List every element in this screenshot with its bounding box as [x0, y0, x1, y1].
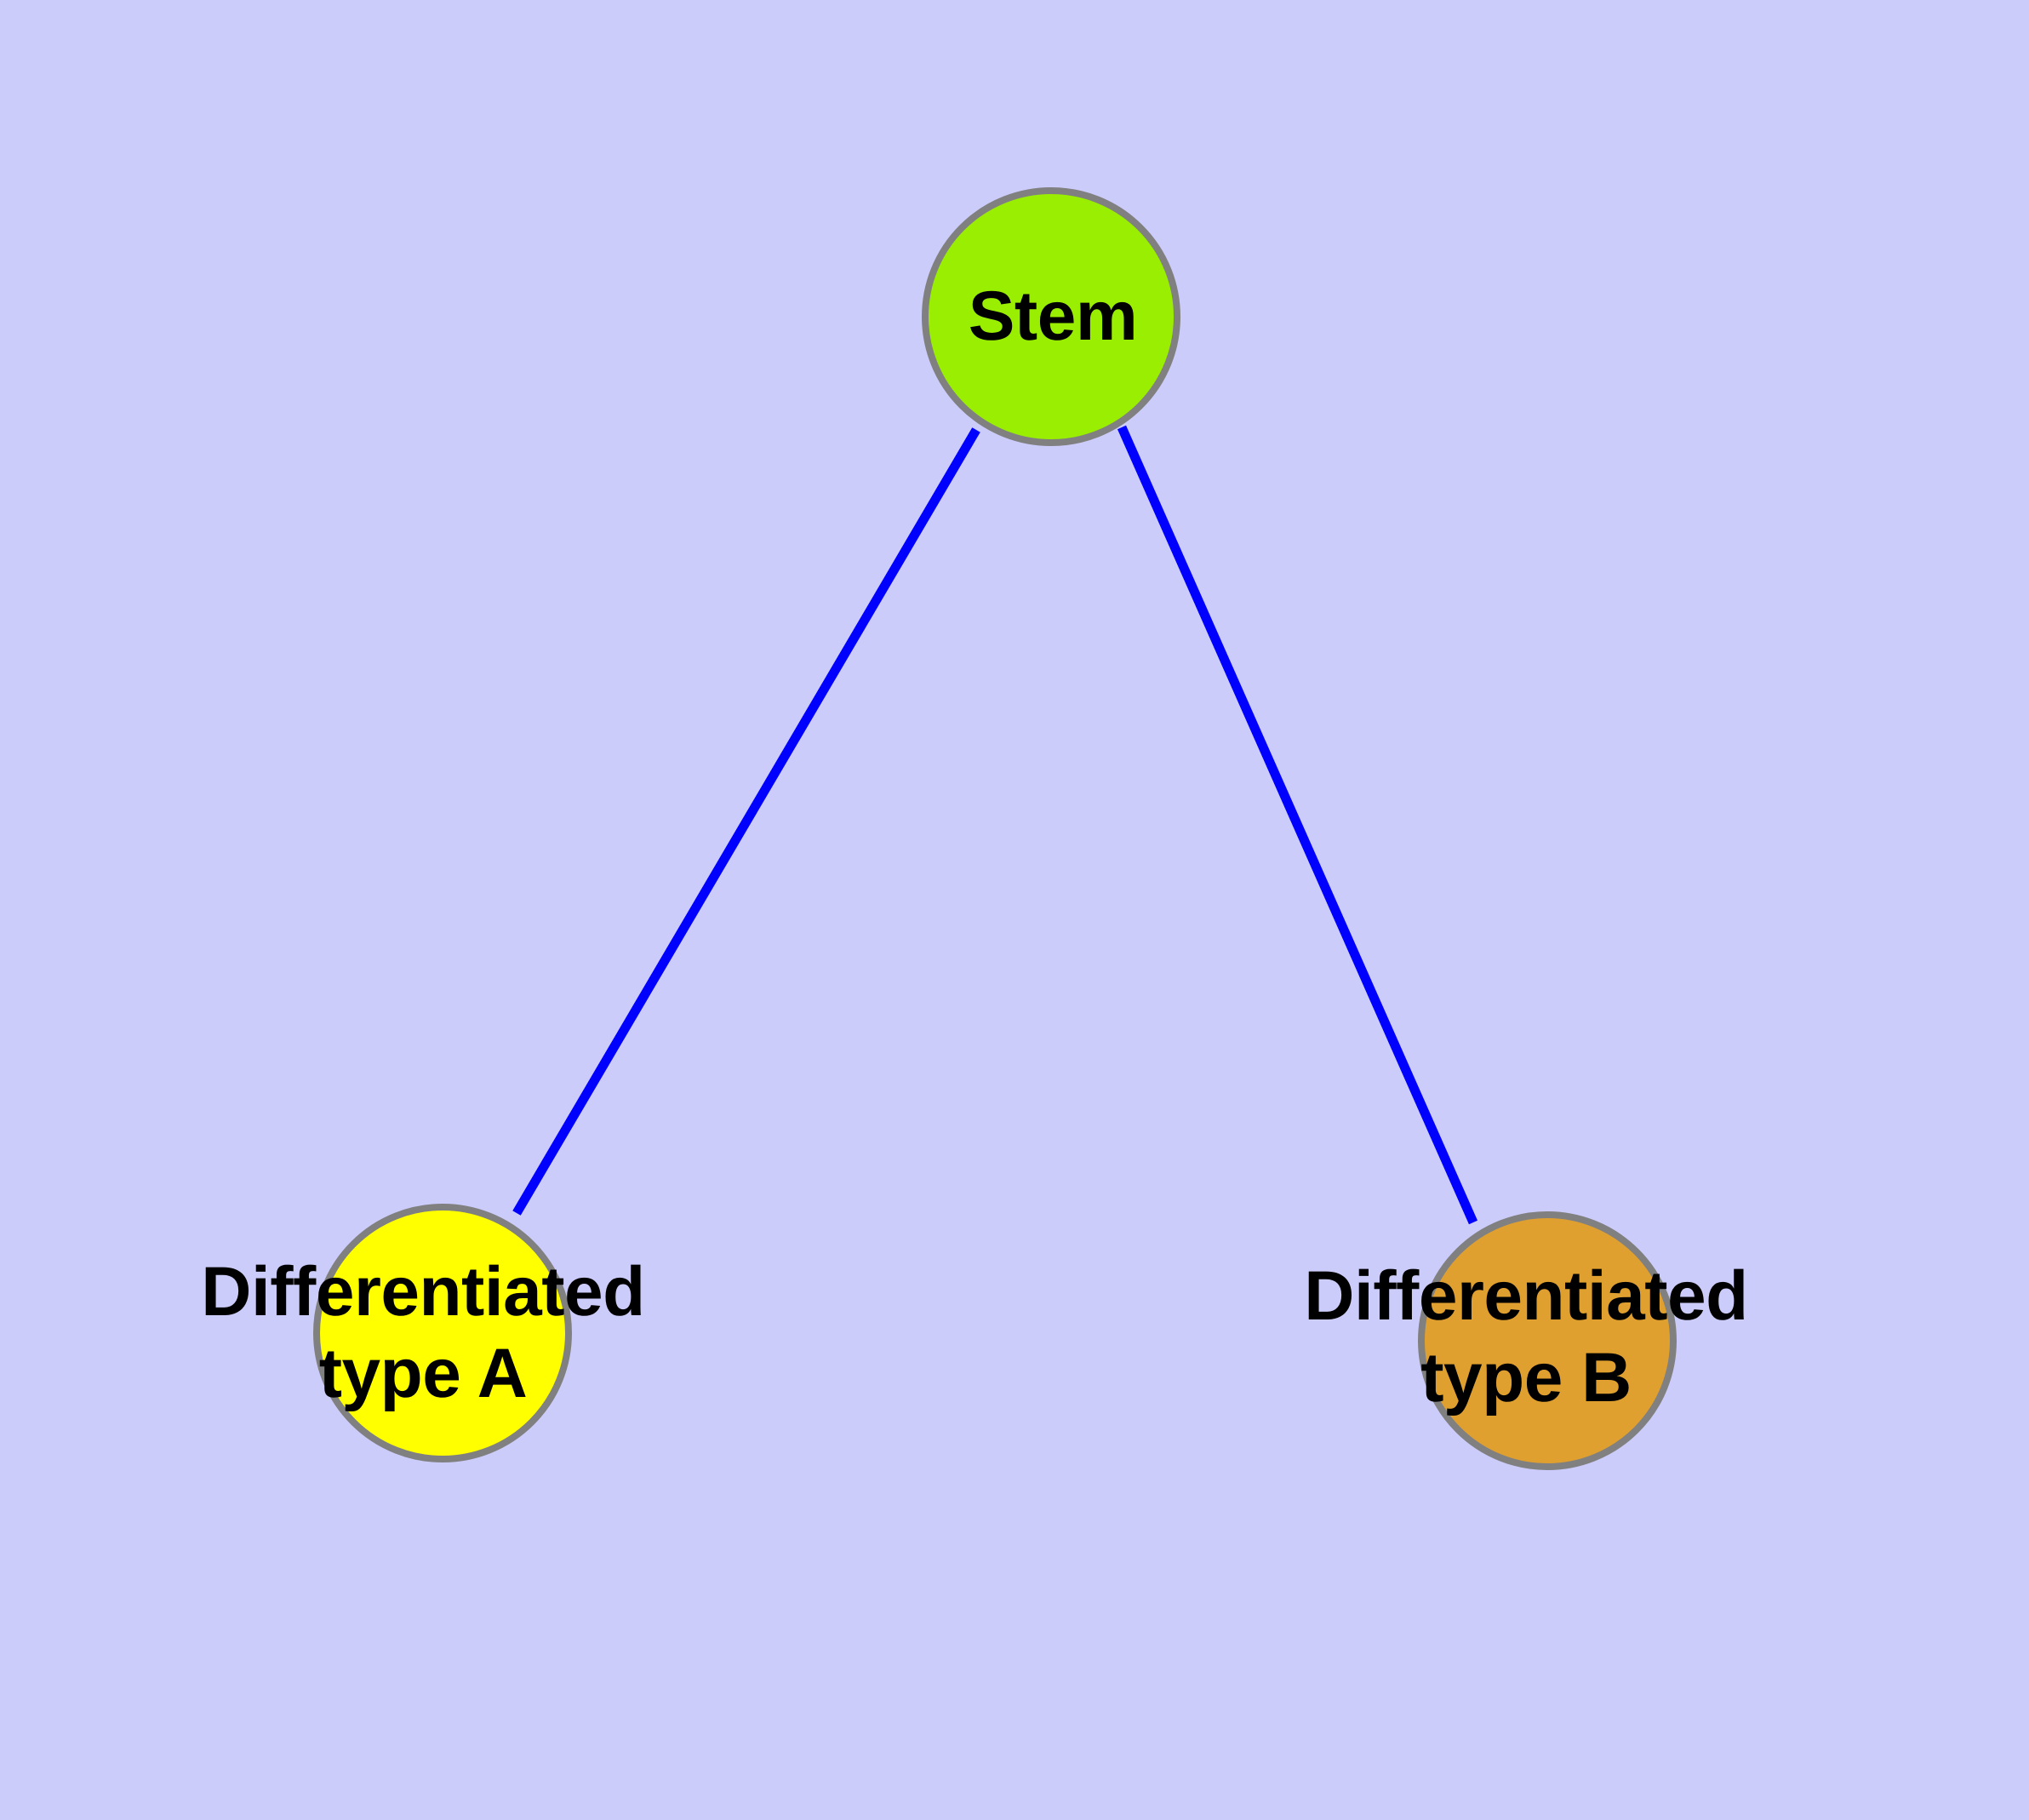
edge-stem-to-diff-a[interactable] [512, 427, 980, 1216]
node-circle-stem[interactable] [922, 187, 1180, 446]
edges-layer [512, 425, 1478, 1225]
nodes-layer [313, 187, 1677, 1470]
node-circle-diff_a[interactable] [313, 1204, 572, 1462]
node-circle-diff_b[interactable] [1418, 1211, 1677, 1470]
edge-stem-to-diff-b[interactable] [1117, 425, 1478, 1225]
